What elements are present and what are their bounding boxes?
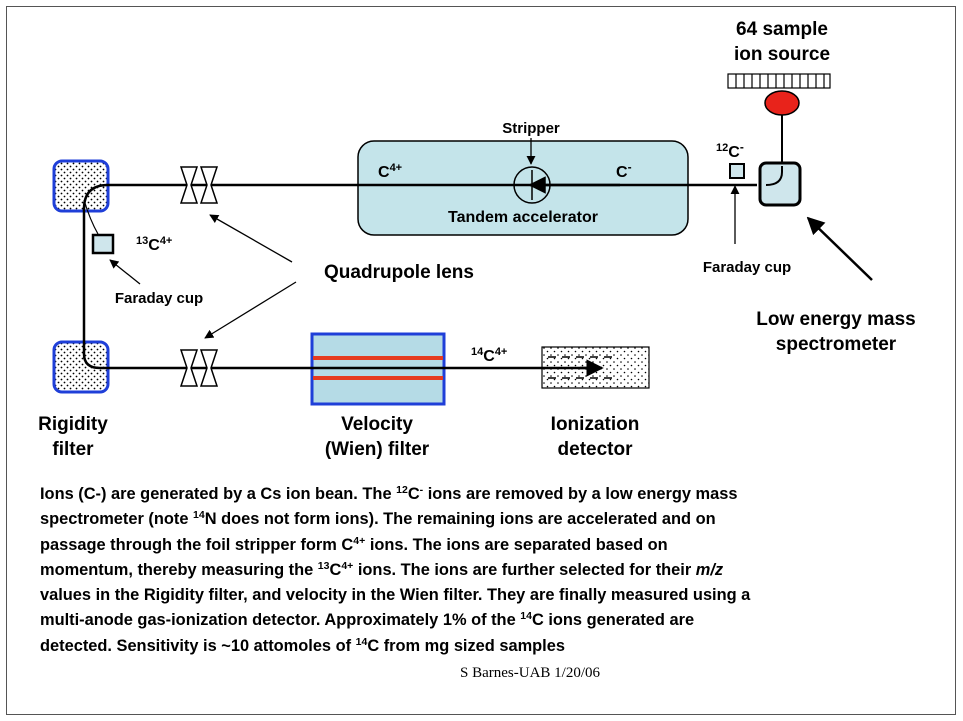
- ion-source-label-2: ion source: [734, 44, 830, 65]
- rigidity-label-2: filter: [52, 439, 94, 460]
- rigidity-label-1: Rigidity: [38, 414, 108, 435]
- cs-ion-source: [764, 90, 800, 116]
- faraday-left-label: Faraday cup: [115, 290, 203, 307]
- quadrupole-lens-bottom: [179, 349, 219, 387]
- ionization-label-2: detector: [558, 439, 634, 460]
- caption-text: Ions (C-) are generated by a Cs ion bean…: [40, 484, 751, 655]
- tandem-label: Tandem accelerator: [448, 209, 598, 226]
- faraday-cup-right: [729, 163, 745, 179]
- quadrupole-pointer-bottom: [204, 281, 297, 339]
- low-energy-pointer: [806, 216, 873, 281]
- c4plus-label: C4+: [378, 162, 402, 181]
- quadrupole-pointer-top: [209, 214, 293, 263]
- c12-label: 12C-: [716, 140, 744, 161]
- c13-beam-branch: [83, 199, 99, 235]
- stripper-foil: [513, 166, 551, 204]
- tandem-accelerator: [357, 140, 689, 236]
- faraday-left-pointer: [109, 259, 141, 285]
- beam-path: [82, 183, 757, 370]
- ion-source-label-1: 64 sample: [736, 19, 828, 40]
- author-credit: S Barnes-UAB 1/20/06: [460, 665, 600, 681]
- c14-label: 14C4+: [471, 346, 507, 365]
- low-energy-magnet: [758, 161, 802, 207]
- faraday-cup-left: [91, 233, 115, 255]
- low-energy-label-1: Low energy mass: [756, 309, 915, 330]
- quadrupole-label: Quadrupole lens: [324, 262, 474, 283]
- low-energy-label-2: spectrometer: [776, 334, 897, 355]
- c13-label: 13C4+: [136, 235, 172, 254]
- stripper-label: Stripper: [502, 120, 560, 137]
- velocity-label-1: Velocity: [341, 414, 413, 435]
- faraday-right-label: Faraday cup: [703, 259, 791, 276]
- magnet-beam-bend: [765, 166, 783, 186]
- ionization-label-1: Ionization: [551, 414, 640, 435]
- detector-anode-dashes: [548, 356, 612, 379]
- velocity-label-2: (Wien) filter: [325, 439, 430, 460]
- slide-frame: [6, 6, 956, 715]
- cminus-label: C-: [616, 160, 632, 181]
- quadrupole-lens-top: [179, 166, 219, 204]
- ion-source-wheel: [727, 73, 831, 89]
